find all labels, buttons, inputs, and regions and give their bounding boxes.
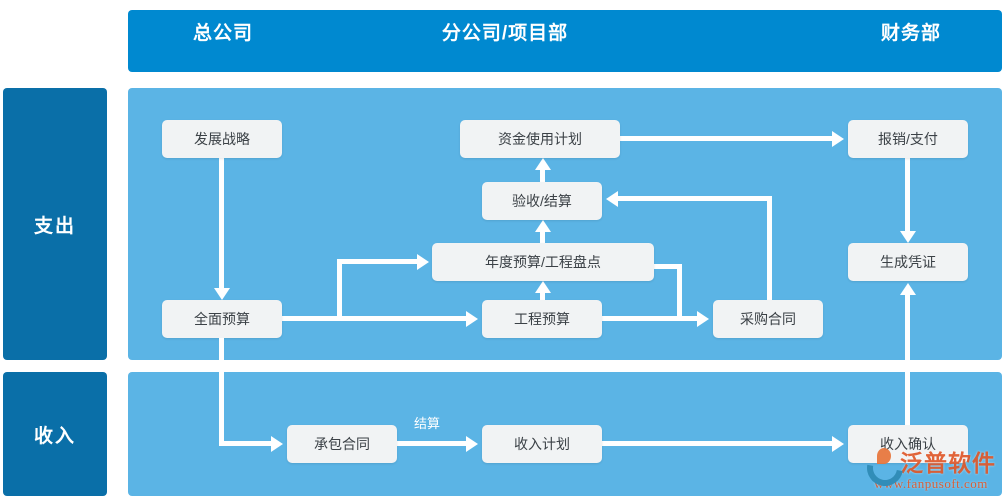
edge-niandu-caigou-drop xyxy=(677,264,682,319)
edge-baoxiao-shengcheng-line xyxy=(905,158,910,231)
fanpu-logo-icon xyxy=(859,442,911,494)
edge-shouruqueren-shengcheng-arrow xyxy=(900,283,916,295)
edge-baoxiao-shengcheng-arrow xyxy=(900,231,916,243)
node-yanshou-jiesuan[interactable]: 验收/结算 xyxy=(482,182,602,220)
node-chengbao-hetong[interactable]: 承包合同 xyxy=(287,425,397,463)
row-label-income: 收入 xyxy=(3,372,107,496)
node-shengcheng-pingzheng[interactable]: 生成凭证 xyxy=(848,243,968,281)
edge-chengbao-shourujihua-line xyxy=(397,441,466,446)
edge-quanmian-chengbao-arrow xyxy=(271,436,283,452)
edge-quanmian-niandu-line xyxy=(337,259,417,264)
edge-fazhan-quanmian-arrow xyxy=(214,288,230,300)
edge-gongcheng-caigou-arrow xyxy=(697,311,709,327)
edge-gongcheng-niandu-arrow xyxy=(535,281,551,293)
edge-niandu-caigou-stub xyxy=(654,264,682,269)
node-baoxiao-zhifu[interactable]: 报销/支付 xyxy=(848,120,968,158)
watermark: 泛普软件 www.fanpusoft.com xyxy=(859,442,996,494)
row-label-expense: 支出 xyxy=(3,88,107,360)
edge-quanmian-chengbao-drop xyxy=(219,338,224,444)
edge-zijin-baoxiao-line xyxy=(620,136,832,141)
edge-quanmian-gongcheng-line xyxy=(282,316,466,321)
node-shouru-jihua[interactable]: 收入计划 xyxy=(482,425,602,463)
edge-shourujihua-shouruqueren-line xyxy=(602,441,832,446)
edge-yanshou-zijin-arrow xyxy=(535,158,551,170)
node-niandu-yusuan-gongcheng-pandian[interactable]: 年度预算/工程盘点 xyxy=(432,243,654,281)
node-gongcheng-yusuan[interactable]: 工程预算 xyxy=(482,300,602,338)
edge-gongcheng-caigou-line xyxy=(602,316,697,321)
edge-shouruqueren-shengcheng-line xyxy=(905,295,910,425)
node-fazhan-zhanlue[interactable]: 发展战略 xyxy=(162,120,282,158)
edge-caigou-yanshou-line xyxy=(618,196,770,201)
node-quanmian-yusuan[interactable]: 全面预算 xyxy=(162,300,282,338)
header-column-caiwubu: 财务部 xyxy=(880,22,941,44)
edge-quanmian-gongcheng-arrow xyxy=(466,311,478,327)
edge-niandu-yanshou-line xyxy=(540,232,545,250)
edge-yanshou-zijin-line xyxy=(540,170,545,188)
edge-zijin-baoxiao-arrow xyxy=(832,131,844,147)
watermark-name: 泛普软件 xyxy=(900,450,996,476)
edge-quanmian-niandu-arrow xyxy=(417,254,429,270)
edge-caigou-yanshou-arrow xyxy=(606,191,618,207)
edge-fazhan-quanmian-line xyxy=(219,158,224,288)
header-column-fengongsi: 分公司/项目部 xyxy=(441,22,569,44)
edge-chengbao-shourujihua-arrow xyxy=(466,436,478,452)
edge-quanmian-niandu-riser xyxy=(337,259,342,319)
node-caigou-hetong[interactable]: 采购合同 xyxy=(713,300,823,338)
edge-shourujihua-shouruqueren-arrow xyxy=(832,436,844,452)
header-column-zonggongsi: 总公司 xyxy=(192,22,253,44)
edge-quanmian-chengbao-line xyxy=(219,441,271,446)
node-zijin-shiyong-jihua[interactable]: 资金使用计划 xyxy=(460,120,620,158)
watermark-url: www.fanpusoft.com xyxy=(874,476,988,491)
header-bar xyxy=(128,10,1002,72)
edge-label-jiesuan: 结算 xyxy=(414,416,441,431)
node-shouru-queren[interactable]: 收入确认 xyxy=(848,425,968,463)
edge-caigou-yanshou-riser xyxy=(767,196,772,302)
edge-niandu-yanshou-arrow xyxy=(535,220,551,232)
